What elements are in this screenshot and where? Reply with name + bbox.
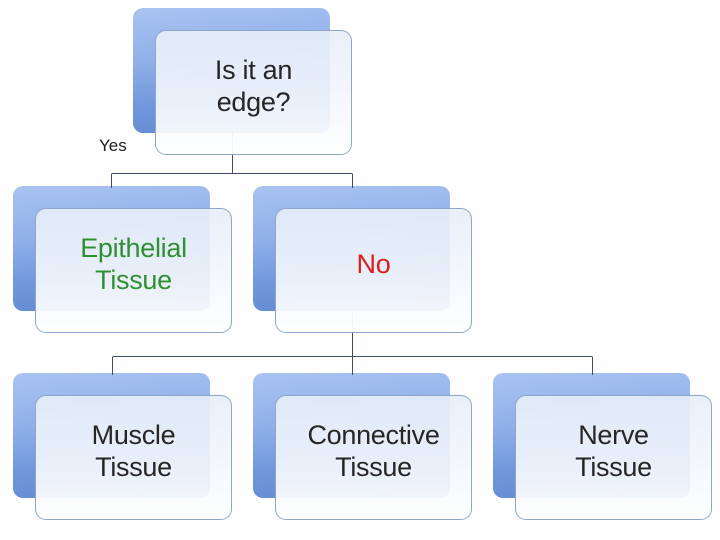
node-connective-tissue: Connective Tissue: [275, 395, 472, 520]
node-label: No: [356, 248, 391, 279]
node-nerve-tissue: Nerve Tissue: [515, 395, 712, 520]
edge-label-yes: Yes: [99, 136, 127, 155]
node-label: Is it an edge?: [214, 55, 293, 117]
decision-node-root: Is it an edge?: [155, 30, 352, 155]
node-label: Muscle Tissue: [91, 420, 176, 482]
node-epithelial-tissue: Epithelial Tissue: [35, 208, 232, 333]
node-label: Nerve Tissue: [575, 420, 652, 482]
node-muscle-tissue: Muscle Tissue: [35, 395, 232, 520]
node-label: Connective Tissue: [307, 420, 440, 482]
node-no: No: [275, 208, 472, 333]
node-label: Epithelial Tissue: [80, 233, 187, 295]
